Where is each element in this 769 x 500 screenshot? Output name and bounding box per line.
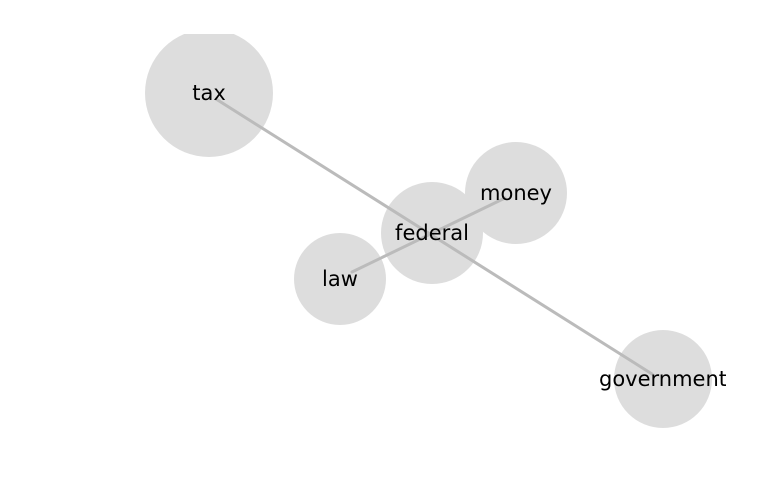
- node-label-tax: tax: [192, 81, 226, 105]
- node-layer: [145, 34, 712, 428]
- node-label-government: government: [599, 367, 727, 391]
- label-layer: tax money federal law government: [192, 81, 727, 391]
- edge-layer: [214, 97, 654, 376]
- edge-law-money: [350, 196, 507, 274]
- node-label-law: law: [322, 267, 358, 291]
- node-government: [614, 330, 712, 428]
- edge-tax-government: [214, 97, 654, 376]
- node-label-federal: federal: [395, 221, 469, 245]
- node-law: [294, 233, 386, 325]
- node-tax: [145, 34, 273, 157]
- plot-area: tax money federal law government: [145, 34, 727, 428]
- node-label-money: money: [480, 181, 552, 205]
- node-money: [465, 142, 567, 244]
